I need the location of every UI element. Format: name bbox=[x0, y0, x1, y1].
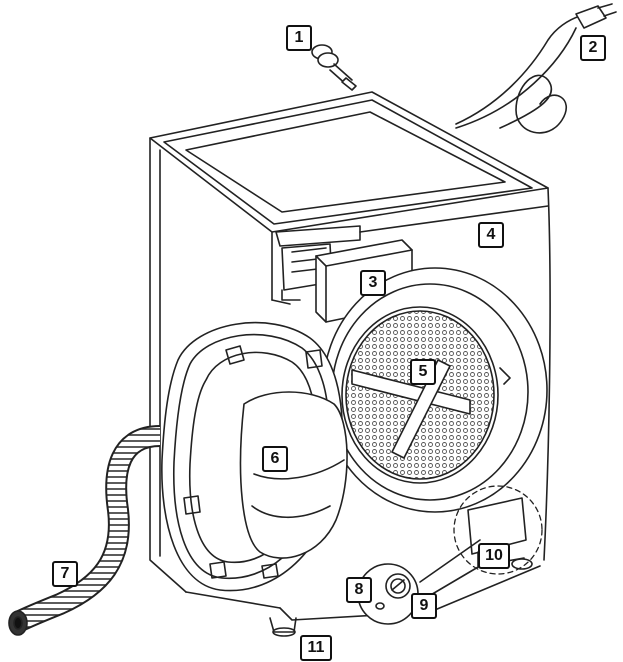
drain-hose bbox=[8, 425, 161, 636]
callout-5: 5 bbox=[410, 359, 436, 385]
power-cord bbox=[455, 3, 617, 134]
callout-8: 8 bbox=[346, 577, 372, 603]
callout-1: 1 bbox=[286, 25, 312, 51]
callout-9: 9 bbox=[411, 593, 437, 619]
filter-cover bbox=[357, 563, 419, 625]
callout-10: 10 bbox=[478, 543, 510, 569]
callout-3: 3 bbox=[360, 270, 386, 296]
foot bbox=[269, 617, 297, 637]
callout-11: 11 bbox=[300, 635, 332, 661]
hose-bracket-part bbox=[311, 44, 357, 91]
door bbox=[161, 321, 348, 592]
drum bbox=[322, 267, 548, 513]
callout-4: 4 bbox=[478, 222, 504, 248]
callout-2: 2 bbox=[580, 35, 606, 61]
callout-6: 6 bbox=[262, 446, 288, 472]
callout-7: 7 bbox=[52, 561, 78, 587]
